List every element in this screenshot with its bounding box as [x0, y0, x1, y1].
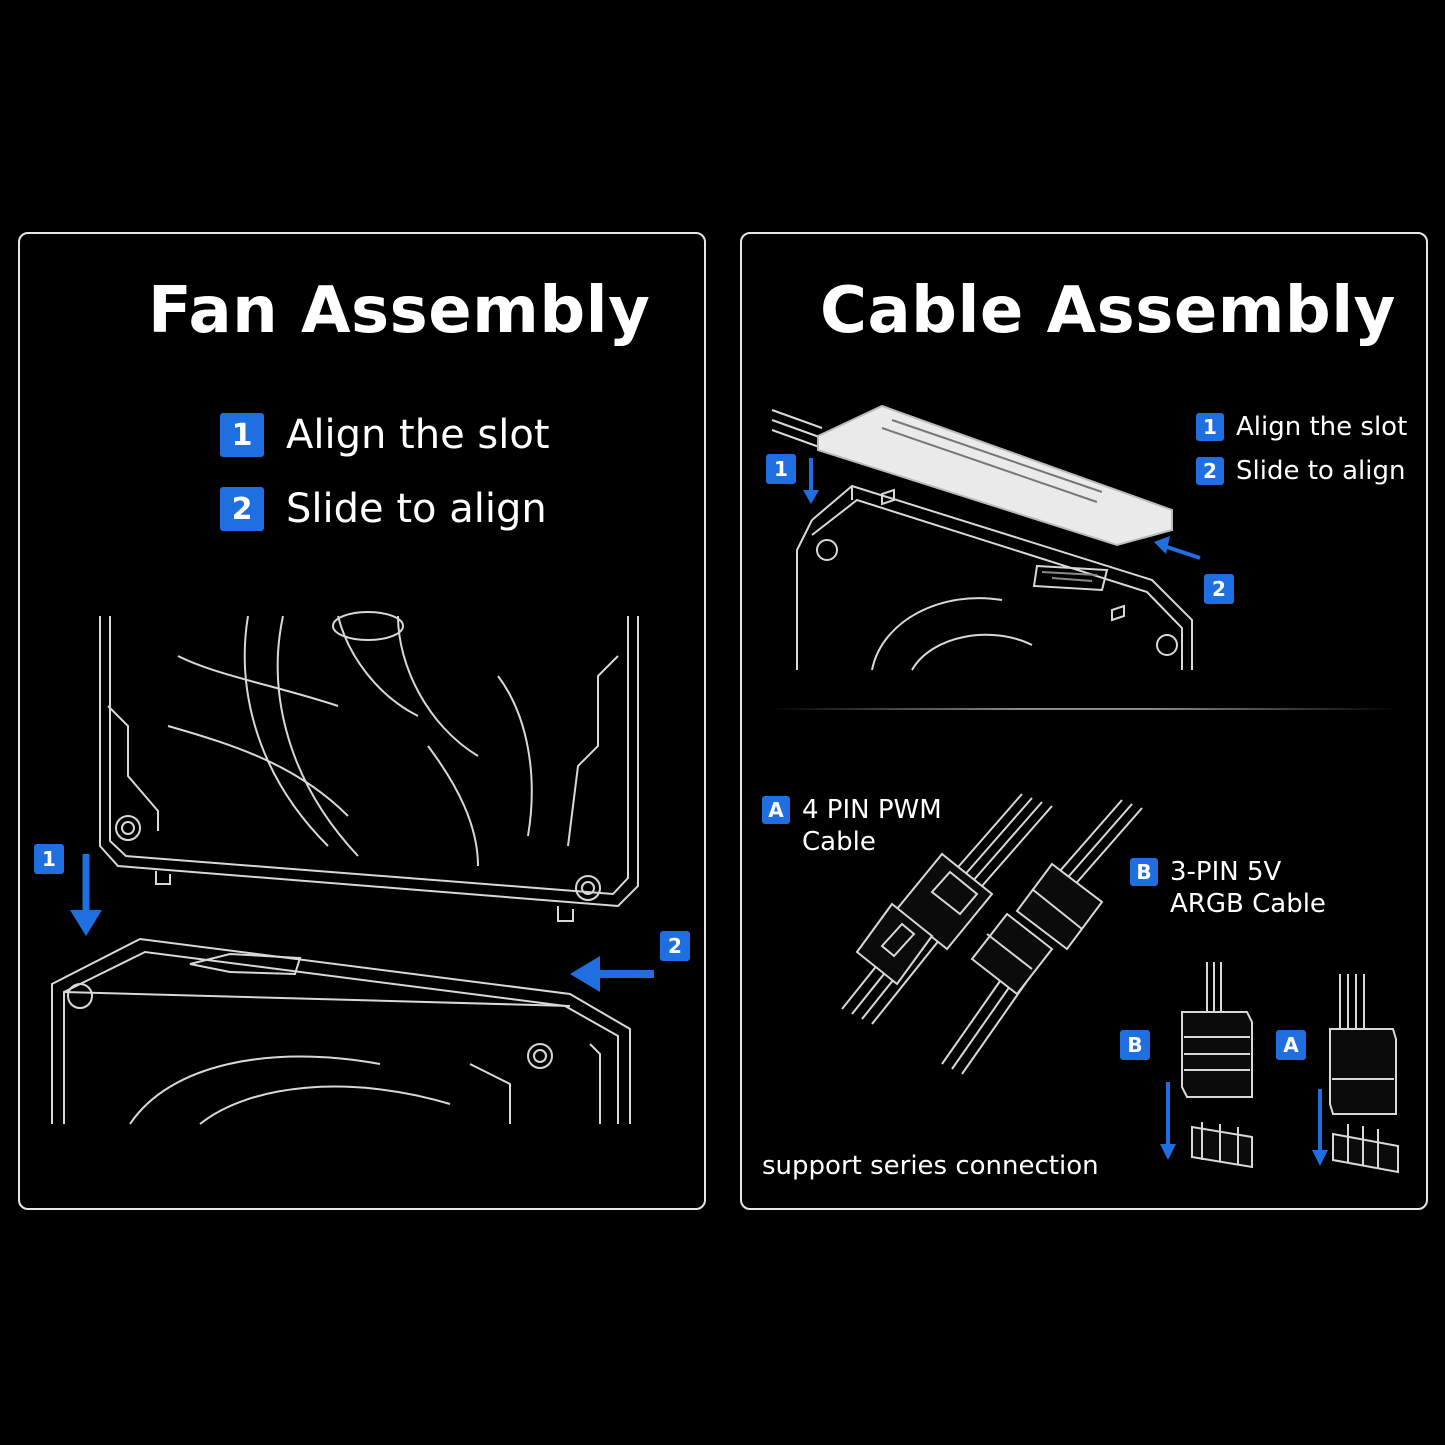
series-cable-illustration [841, 793, 1143, 1075]
section-divider [770, 708, 1400, 710]
step-number-badge: 2 [220, 487, 264, 531]
connector-hub-illustration [771, 404, 1193, 671]
cable-step-marker-2: 2 [1204, 574, 1234, 604]
fan-assembly-title: Fan Assembly [148, 274, 651, 348]
step-marker-1: 1 [34, 844, 64, 874]
connector-a-badge: A [1276, 1030, 1306, 1060]
step-number-badge: 2 [1196, 457, 1224, 485]
step-marker-2: 2 [660, 931, 690, 961]
cable-assembly-title: Cable Assembly [820, 274, 1396, 348]
cable-step-2: 2 Slide to align [1196, 456, 1405, 486]
cable-assembly-panel: Cable Assembly 1 Align the slot 2 Slide … [740, 232, 1428, 1210]
fan-step-1-label: Align the slot [286, 412, 550, 458]
fan-assembly-panel: Fan Assembly 1 Align the slot 2 Slide to… [18, 232, 706, 1210]
cable-a-line2: Cable [802, 827, 876, 857]
fan-step-1: 1 Align the slot [220, 412, 550, 458]
step-number-badge: 1 [220, 413, 264, 457]
cable-b-line1: 3-PIN 5V [1170, 857, 1282, 887]
series-connection-note: support series connection [762, 1151, 1099, 1181]
fan-step-2-label: Slide to align [286, 486, 547, 532]
cable-step-1: 1 Align the slot [1196, 412, 1407, 442]
pwm-connector-illustration [1312, 974, 1399, 1174]
connector-b-badge: B [1120, 1030, 1150, 1060]
arrow-down-icon [803, 458, 819, 504]
cable-step-marker-1: 1 [766, 454, 796, 484]
arrow-left-icon [1154, 536, 1201, 560]
cable-step-1-label: Align the slot [1236, 412, 1408, 442]
fan-top-illustration [99, 611, 639, 922]
arrow-left-icon [570, 956, 654, 992]
cable-a-label: A 4 PIN PWM Cable [762, 794, 942, 858]
cable-letter-badge: B [1130, 858, 1158, 886]
cable-a-line1: 4 PIN PWM [802, 795, 942, 825]
argb-connector-illustration [1160, 962, 1253, 1169]
cable-b-line2: ARGB Cable [1170, 889, 1326, 919]
cable-letter-badge: A [762, 796, 790, 824]
step-number-badge: 1 [1196, 413, 1224, 441]
arrow-down-icon [70, 854, 102, 936]
cable-step-2-label: Slide to align [1236, 456, 1406, 486]
fan-bottom-illustration [51, 937, 631, 1125]
fan-step-2: 2 Slide to align [220, 486, 547, 532]
cable-b-label: B 3-PIN 5V ARGB Cable [1130, 856, 1326, 920]
